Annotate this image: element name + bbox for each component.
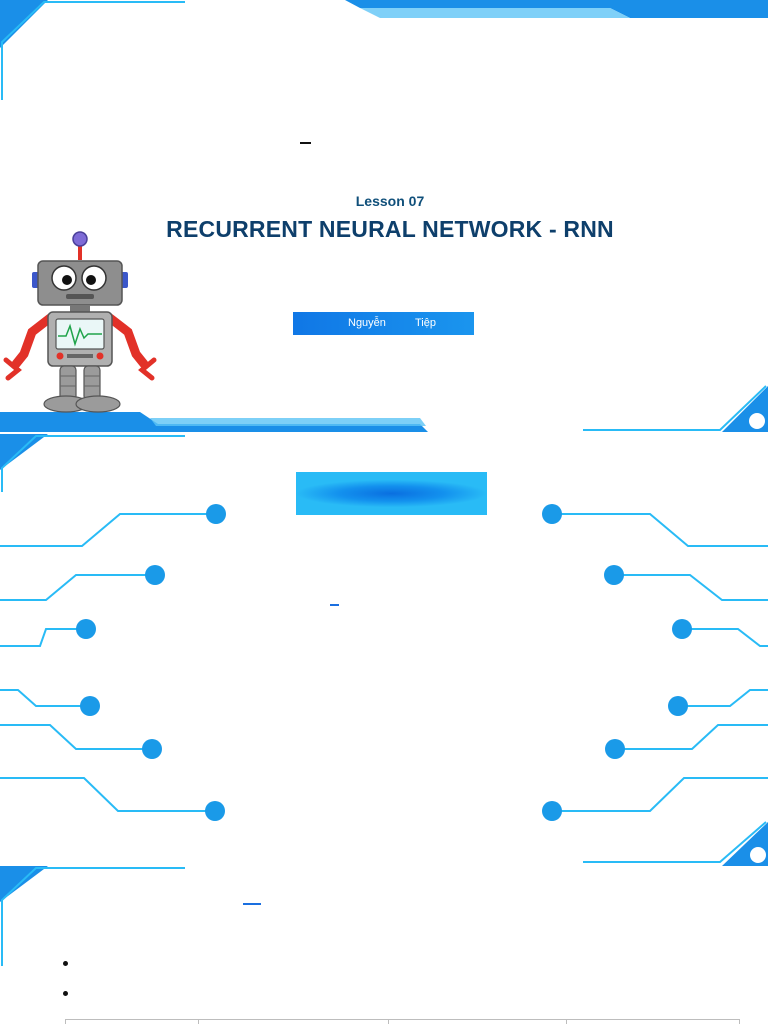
slide-frame-decoration xyxy=(0,866,185,966)
author-last-name: Tiệp xyxy=(415,317,436,329)
header-dash xyxy=(300,142,311,144)
robot-illustration xyxy=(3,231,157,413)
circuit-decoration xyxy=(0,434,768,866)
content-slide xyxy=(0,866,768,1024)
lesson-label: Lesson 07 xyxy=(355,193,425,209)
author-bar: Nguyễn Tiệp xyxy=(293,312,474,335)
underline-mark xyxy=(330,604,339,606)
table-column-divider xyxy=(388,1019,389,1024)
heading-underline xyxy=(243,903,261,905)
table-top-border xyxy=(65,1019,740,1020)
bullet-point xyxy=(63,991,68,996)
table-column-divider xyxy=(65,1019,66,1024)
page-title: RECURRENT NEURAL NETWORK - RNN xyxy=(166,216,614,242)
table-column-divider xyxy=(739,1019,740,1024)
circuit-slide xyxy=(0,434,768,866)
table-column-divider xyxy=(566,1019,567,1024)
slide-frame-decoration xyxy=(0,0,768,432)
table-column-divider xyxy=(198,1019,199,1024)
title-slide: Lesson 07 RECURRENT NEURAL NETWORK - RNN… xyxy=(0,0,768,432)
author-first-name: Nguyễn xyxy=(348,317,386,329)
section-title-box xyxy=(296,472,487,515)
bullet-point xyxy=(63,961,68,966)
circuit-node-icon xyxy=(76,504,692,821)
